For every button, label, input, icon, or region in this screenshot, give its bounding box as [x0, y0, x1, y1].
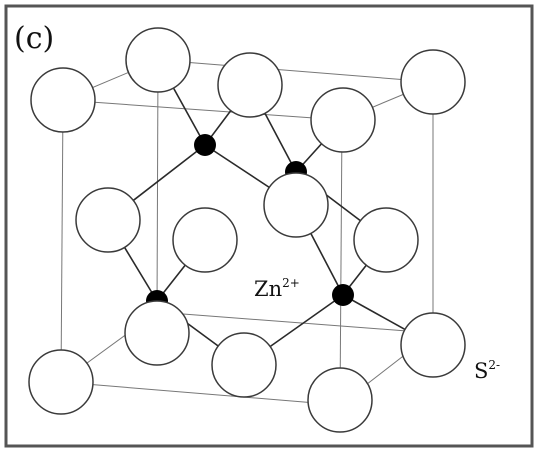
sulfide-ions — [30, 27, 466, 273]
sulfide-ion — [310, 87, 376, 153]
cube-edge — [156, 311, 434, 334]
sulfide-ion — [125, 27, 191, 93]
zinc-ion-label: Zn2+ — [254, 276, 300, 301]
sulfide-ion-label-charge: 2- — [488, 358, 500, 372]
cube-edge — [156, 59, 159, 313]
sulfide-ion — [400, 312, 466, 378]
sulfide-ion — [263, 172, 329, 238]
figure-frame — [4, 4, 534, 448]
cube-edge — [339, 119, 343, 406]
cube-edge — [157, 59, 434, 83]
zinc-ion-label-base: Zn — [254, 277, 282, 301]
cube-edge — [60, 99, 64, 383]
cube-edge — [62, 99, 343, 121]
sulfide-ion-label: S2- — [474, 358, 500, 383]
sulfide-ion — [353, 207, 419, 273]
sulfide-ions-front — [28, 172, 466, 433]
sulfide-ion — [30, 67, 96, 133]
zinc-ion — [194, 134, 216, 156]
panel-label: (c) — [14, 21, 54, 56]
cube-edge — [60, 381, 341, 406]
sulfide-ion — [124, 300, 190, 366]
sulfide-ion — [217, 52, 283, 118]
sulfide-ion — [211, 332, 277, 398]
sulfide-ion — [75, 187, 141, 253]
sulfide-ion-label-base: S — [474, 359, 488, 383]
sulfide-ion — [400, 49, 466, 115]
sulfide-ion — [28, 349, 94, 415]
zinc-ion-label-charge: 2+ — [282, 276, 300, 290]
zinc-ion — [332, 284, 354, 306]
sulfide-ion — [307, 367, 373, 433]
sulfide-ion — [172, 207, 238, 273]
